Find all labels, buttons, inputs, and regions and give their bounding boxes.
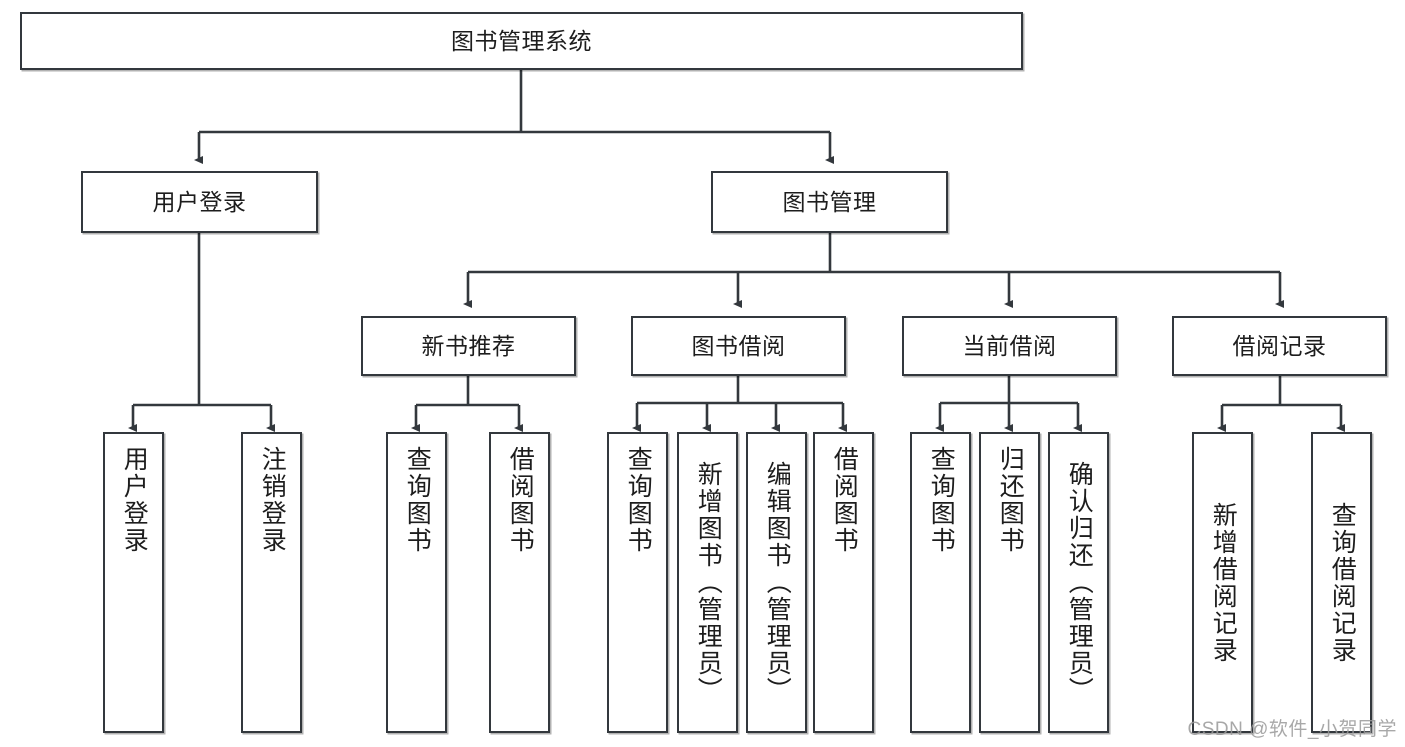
node-label: 借阅图书 [830, 446, 859, 554]
node-current-borrow[interactable]: 当前借阅 [902, 316, 1117, 376]
node-label: 图书借阅 [691, 332, 786, 359]
leaf-book-borrow-edit[interactable]: 编辑图书（管理员） [746, 432, 807, 733]
leaf-book-borrow-add[interactable]: 新增图书（管理员） [677, 432, 738, 733]
node-label: 图书管理系统 [451, 27, 592, 54]
leaf-book-borrow-borrow[interactable]: 借阅图书 [813, 432, 874, 733]
node-label: 查询借阅记录 [1328, 501, 1357, 664]
node-root-system[interactable]: 图书管理系统 [20, 12, 1023, 70]
leaf-new-book-borrow[interactable]: 借阅图书 [489, 432, 550, 733]
node-label: 用户登录 [152, 188, 247, 215]
node-label: 编辑图书（管理员） [763, 461, 792, 704]
node-label: 借阅记录 [1232, 332, 1327, 359]
node-user-login[interactable]: 用户登录 [81, 171, 318, 233]
leaf-current-borrow-query[interactable]: 查询图书 [910, 432, 971, 733]
leaf-user-login-logout[interactable]: 注销登录 [241, 432, 302, 733]
node-book-management[interactable]: 图书管理 [711, 171, 948, 233]
node-label: 查询图书 [624, 446, 653, 554]
node-label: 借阅图书 [506, 446, 535, 554]
node-label: 用户登录 [120, 446, 149, 554]
leaf-current-borrow-confirm-return[interactable]: 确认归还（管理员） [1048, 432, 1109, 733]
leaf-new-book-query[interactable]: 查询图书 [386, 432, 447, 733]
node-label: 新增借阅记录 [1209, 501, 1238, 664]
csdn-watermark: CSDN @软件_小贺同学 [1187, 719, 1397, 740]
leaf-user-login-login[interactable]: 用户登录 [103, 432, 164, 733]
node-book-borrow[interactable]: 图书借阅 [631, 316, 846, 376]
leaf-borrow-record-add[interactable]: 新增借阅记录 [1192, 432, 1253, 733]
leaf-book-borrow-query[interactable]: 查询图书 [607, 432, 668, 733]
node-label: 图书管理 [782, 188, 877, 215]
node-label: 确认归还（管理员） [1065, 461, 1094, 704]
node-label: 新增图书（管理员） [694, 461, 723, 704]
node-label: 当前借阅 [962, 332, 1057, 359]
node-new-book-recommend[interactable]: 新书推荐 [361, 316, 576, 376]
leaf-current-borrow-return[interactable]: 归还图书 [979, 432, 1040, 733]
node-label: 查询图书 [927, 446, 956, 554]
node-label: 归还图书 [996, 446, 1025, 554]
node-label: 注销登录 [258, 446, 287, 554]
node-label: 新书推荐 [421, 332, 516, 359]
node-borrow-record[interactable]: 借阅记录 [1172, 316, 1387, 376]
node-label: 查询图书 [403, 446, 432, 554]
leaf-borrow-record-query[interactable]: 查询借阅记录 [1311, 432, 1372, 733]
